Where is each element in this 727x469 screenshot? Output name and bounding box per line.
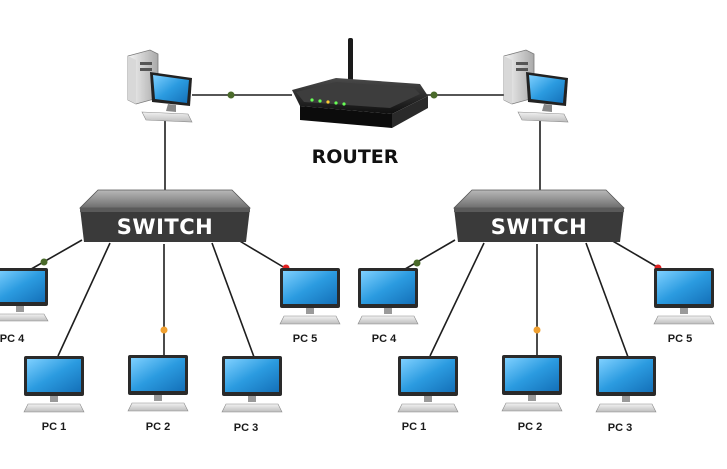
pc-label: PC 5 xyxy=(668,333,692,345)
pc-label: PC 1 xyxy=(402,421,426,433)
status-dot xyxy=(40,258,48,266)
cable-switch-left-pc5 xyxy=(237,239,291,272)
pc-label: PC 1 xyxy=(42,421,66,433)
pc-label: PC 4 xyxy=(0,333,25,345)
pc-left-pc3 xyxy=(221,356,283,413)
cable-switch-right-pc1 xyxy=(429,242,485,357)
cable-switch-right-pc5 xyxy=(610,239,665,272)
switch-right: SWITCH xyxy=(453,189,625,242)
pc-label: PC 5 xyxy=(293,333,317,345)
router-icon xyxy=(292,38,428,128)
cable-switch-left-pc1 xyxy=(57,242,111,357)
pc-right-pc1 xyxy=(397,356,459,413)
status-dot xyxy=(413,259,421,267)
pc-label: PC 2 xyxy=(146,421,170,433)
pc-label: PC 4 xyxy=(372,333,397,345)
status-dot xyxy=(533,326,541,334)
router-antenna xyxy=(348,38,353,90)
pc-label: PC 3 xyxy=(234,422,258,434)
pc-left-pc2 xyxy=(127,355,189,412)
status-dot xyxy=(160,326,168,334)
cable-switch-left-pc3 xyxy=(211,242,255,358)
pc-right-pc5 xyxy=(653,268,715,325)
pc-labels: PC 4 PC 1 PC 2 PC 3 PC 5 PC 4 PC 1 PC 2 … xyxy=(0,333,692,434)
cable-switch-right-pc4 xyxy=(399,239,456,273)
pc-right-pc4 xyxy=(357,268,419,325)
switch-right-label: SWITCH xyxy=(491,215,587,239)
cable-switch-left-pc4 xyxy=(25,239,83,273)
switch-left-label: SWITCH xyxy=(117,215,213,239)
cables xyxy=(25,94,665,358)
pc-label: PC 2 xyxy=(518,421,542,433)
switch-left: SWITCH xyxy=(79,189,251,242)
status-dot xyxy=(430,91,438,99)
server-workstation xyxy=(127,49,193,123)
pc-left-pc1 xyxy=(23,356,85,413)
cable-switch-right-pc3 xyxy=(585,242,629,358)
pc-label: PC 3 xyxy=(608,422,632,434)
pc-right-pc3 xyxy=(595,356,657,413)
pc-right-pc2 xyxy=(501,355,563,412)
server-workstation xyxy=(503,49,569,123)
pc-left-pc5 xyxy=(279,268,341,325)
router-label: ROUTER xyxy=(312,146,399,168)
status-dot xyxy=(227,91,235,99)
pc-left-pc4 xyxy=(0,268,49,322)
